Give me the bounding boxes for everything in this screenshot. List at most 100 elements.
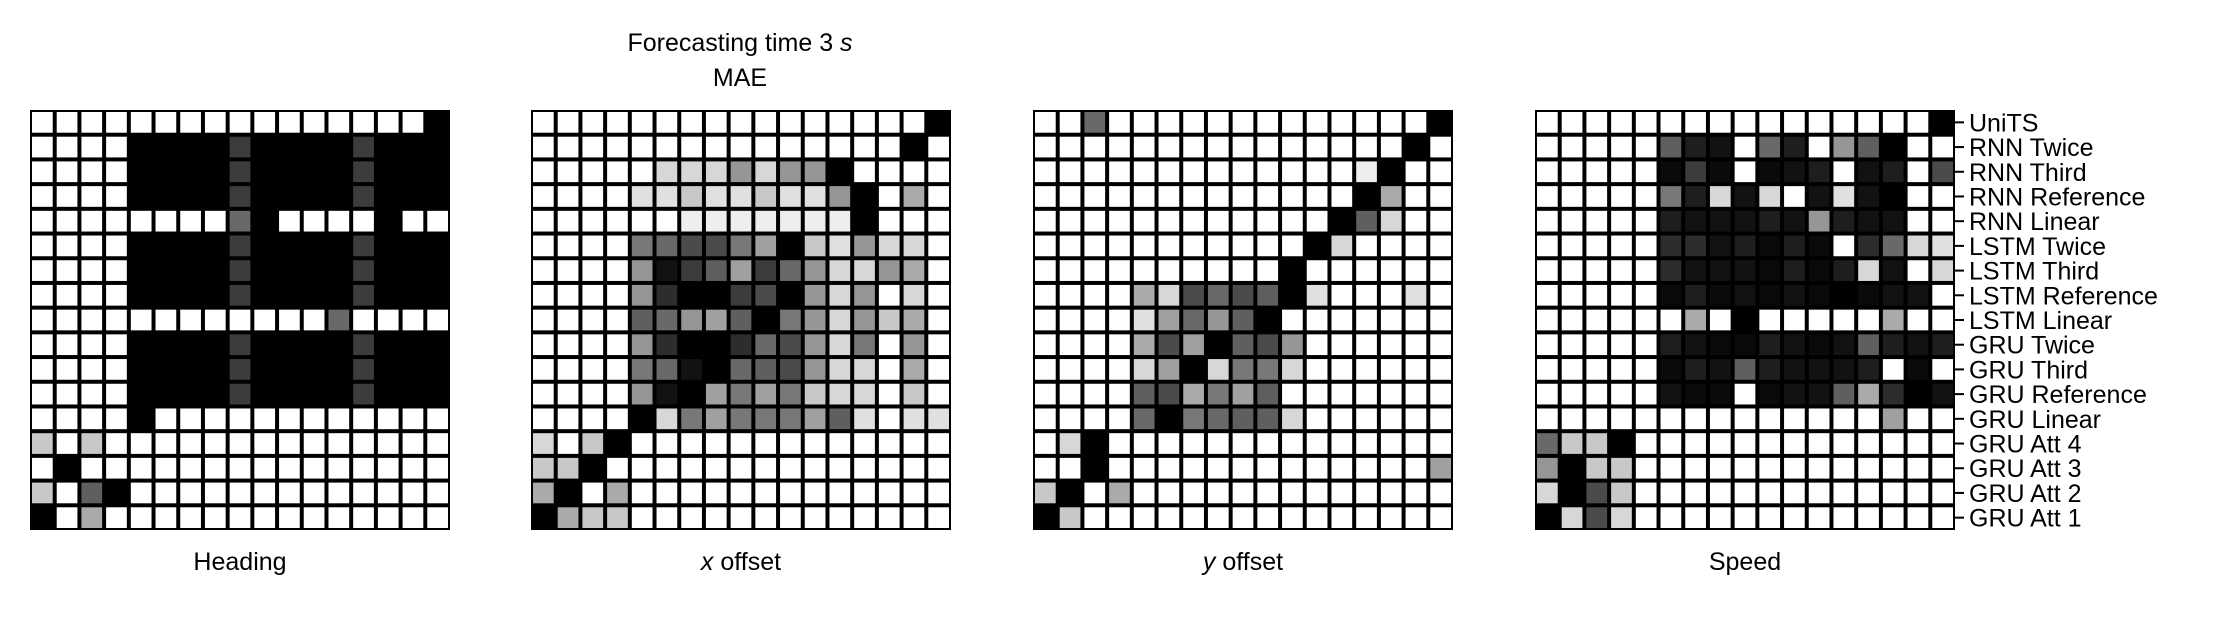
heatmap-cell <box>328 383 350 405</box>
heatmap-cell <box>130 235 152 257</box>
heatmap-cell <box>1660 383 1682 405</box>
heatmap-cell <box>1158 136 1180 158</box>
heatmap-cell <box>582 235 604 257</box>
heatmap-cell <box>730 186 752 207</box>
heatmap-cell <box>1257 161 1279 183</box>
heatmap-cell <box>180 309 201 331</box>
heatmap-cell <box>427 359 448 380</box>
heatmap-cell <box>1858 235 1879 257</box>
heatmap-cell <box>1183 260 1204 281</box>
heatmap-cell <box>1380 309 1402 331</box>
heatmap-cell <box>303 507 325 528</box>
heatmap-cell <box>353 235 374 257</box>
heatmap-cell <box>780 112 801 133</box>
heatmap-cell <box>1257 309 1279 331</box>
heatmap-cell <box>1331 309 1353 331</box>
heatmap-cell <box>533 136 554 158</box>
heatmap-cell <box>279 457 300 479</box>
heatmap-cell <box>1709 136 1731 158</box>
heatmap-cell <box>903 457 925 479</box>
heatmap-cell <box>427 235 448 257</box>
heatmap-cell <box>1380 186 1402 207</box>
heatmap-cell <box>656 457 678 479</box>
heatmap-cell <box>1611 334 1632 356</box>
heatmap-cell <box>1133 235 1155 257</box>
heatmap-cell <box>533 186 554 207</box>
heatmap-cell <box>1561 260 1583 281</box>
heatmap-cell <box>1858 359 1879 380</box>
heatmap-panel-4: Speed <box>1535 110 1955 576</box>
heatmap-cell <box>155 309 177 331</box>
heatmap-cell <box>254 161 276 183</box>
heatmap-cell <box>1232 383 1254 405</box>
heatmap-cell <box>829 235 851 257</box>
heatmap-cell <box>155 136 177 158</box>
heatmap-cell <box>1932 284 1953 306</box>
heatmap-cell <box>1537 507 1558 528</box>
heatmap-cell <box>1356 186 1377 207</box>
heatmap-cell <box>1709 433 1731 454</box>
heatmap-cell <box>1833 112 1855 133</box>
row-label: GRU Att 1 <box>1969 505 2082 533</box>
heatmap-cell <box>1685 284 1706 306</box>
heatmap-cell <box>1734 507 1756 528</box>
heatmap-cell <box>1282 161 1303 183</box>
heatmap-cell <box>353 112 374 133</box>
heatmap-cell <box>155 408 177 430</box>
heatmap-cell <box>155 383 177 405</box>
heatmap-cell <box>1907 136 1929 158</box>
heatmap-cell <box>1685 507 1706 528</box>
heatmap-cell <box>1833 433 1855 454</box>
heatmap-cell <box>1158 359 1180 380</box>
heatmap-cell <box>377 284 399 306</box>
heatmap-cell <box>130 433 152 454</box>
heatmap-cell <box>631 507 653 528</box>
heatmap-cell <box>106 136 127 158</box>
heatmap-cell <box>427 482 448 504</box>
heatmap-cell <box>1084 161 1106 183</box>
heatmap-cell <box>1380 260 1402 281</box>
heatmap-cell <box>656 136 678 158</box>
heatmap-cell <box>533 112 554 133</box>
heatmap-cell <box>155 457 177 479</box>
heatmap-cell <box>1784 457 1805 479</box>
heatmap-cell <box>1759 112 1781 133</box>
heatmap-cell <box>705 482 727 504</box>
heatmap-cell <box>780 235 801 257</box>
heatmap-cell <box>254 408 276 430</box>
heatmap-cell <box>229 210 251 232</box>
heatmap-cell <box>229 186 251 207</box>
heatmap-cell <box>1759 309 1781 331</box>
heatmap-cell <box>155 260 177 281</box>
heatmap-cell <box>56 284 78 306</box>
heatmap-cell <box>1858 136 1879 158</box>
heatmap-cell <box>1158 309 1180 331</box>
heatmap-cell <box>1882 161 1904 183</box>
heatmap-cell <box>1158 457 1180 479</box>
heatmap-cell <box>155 284 177 306</box>
heatmap-cell <box>155 433 177 454</box>
heatmap-cell <box>279 186 300 207</box>
heatmap-cell <box>755 457 777 479</box>
heatmap-cell <box>1734 112 1756 133</box>
heatmap-cell <box>705 433 727 454</box>
heatmap-cell <box>1257 284 1279 306</box>
heatmap-cell <box>279 507 300 528</box>
heatmap-cell <box>1331 457 1353 479</box>
heatmap-cell <box>130 482 152 504</box>
heatmap-cell <box>130 112 152 133</box>
heatmap-cell <box>854 235 875 257</box>
heatmap-cell <box>755 359 777 380</box>
heatmap-cell <box>1882 260 1904 281</box>
heatmap-cell <box>1183 507 1204 528</box>
heatmap-cell <box>1734 161 1756 183</box>
heatmap-cell <box>402 334 424 356</box>
heatmap-cell <box>1331 507 1353 528</box>
heatmap-cell <box>1759 260 1781 281</box>
heatmap-cell <box>377 334 399 356</box>
heatmap-cell <box>254 482 276 504</box>
heatmap-cell <box>903 260 925 281</box>
heatmap-cell <box>1232 482 1254 504</box>
heatmap-cell <box>1331 284 1353 306</box>
heatmap-cell <box>106 383 127 405</box>
